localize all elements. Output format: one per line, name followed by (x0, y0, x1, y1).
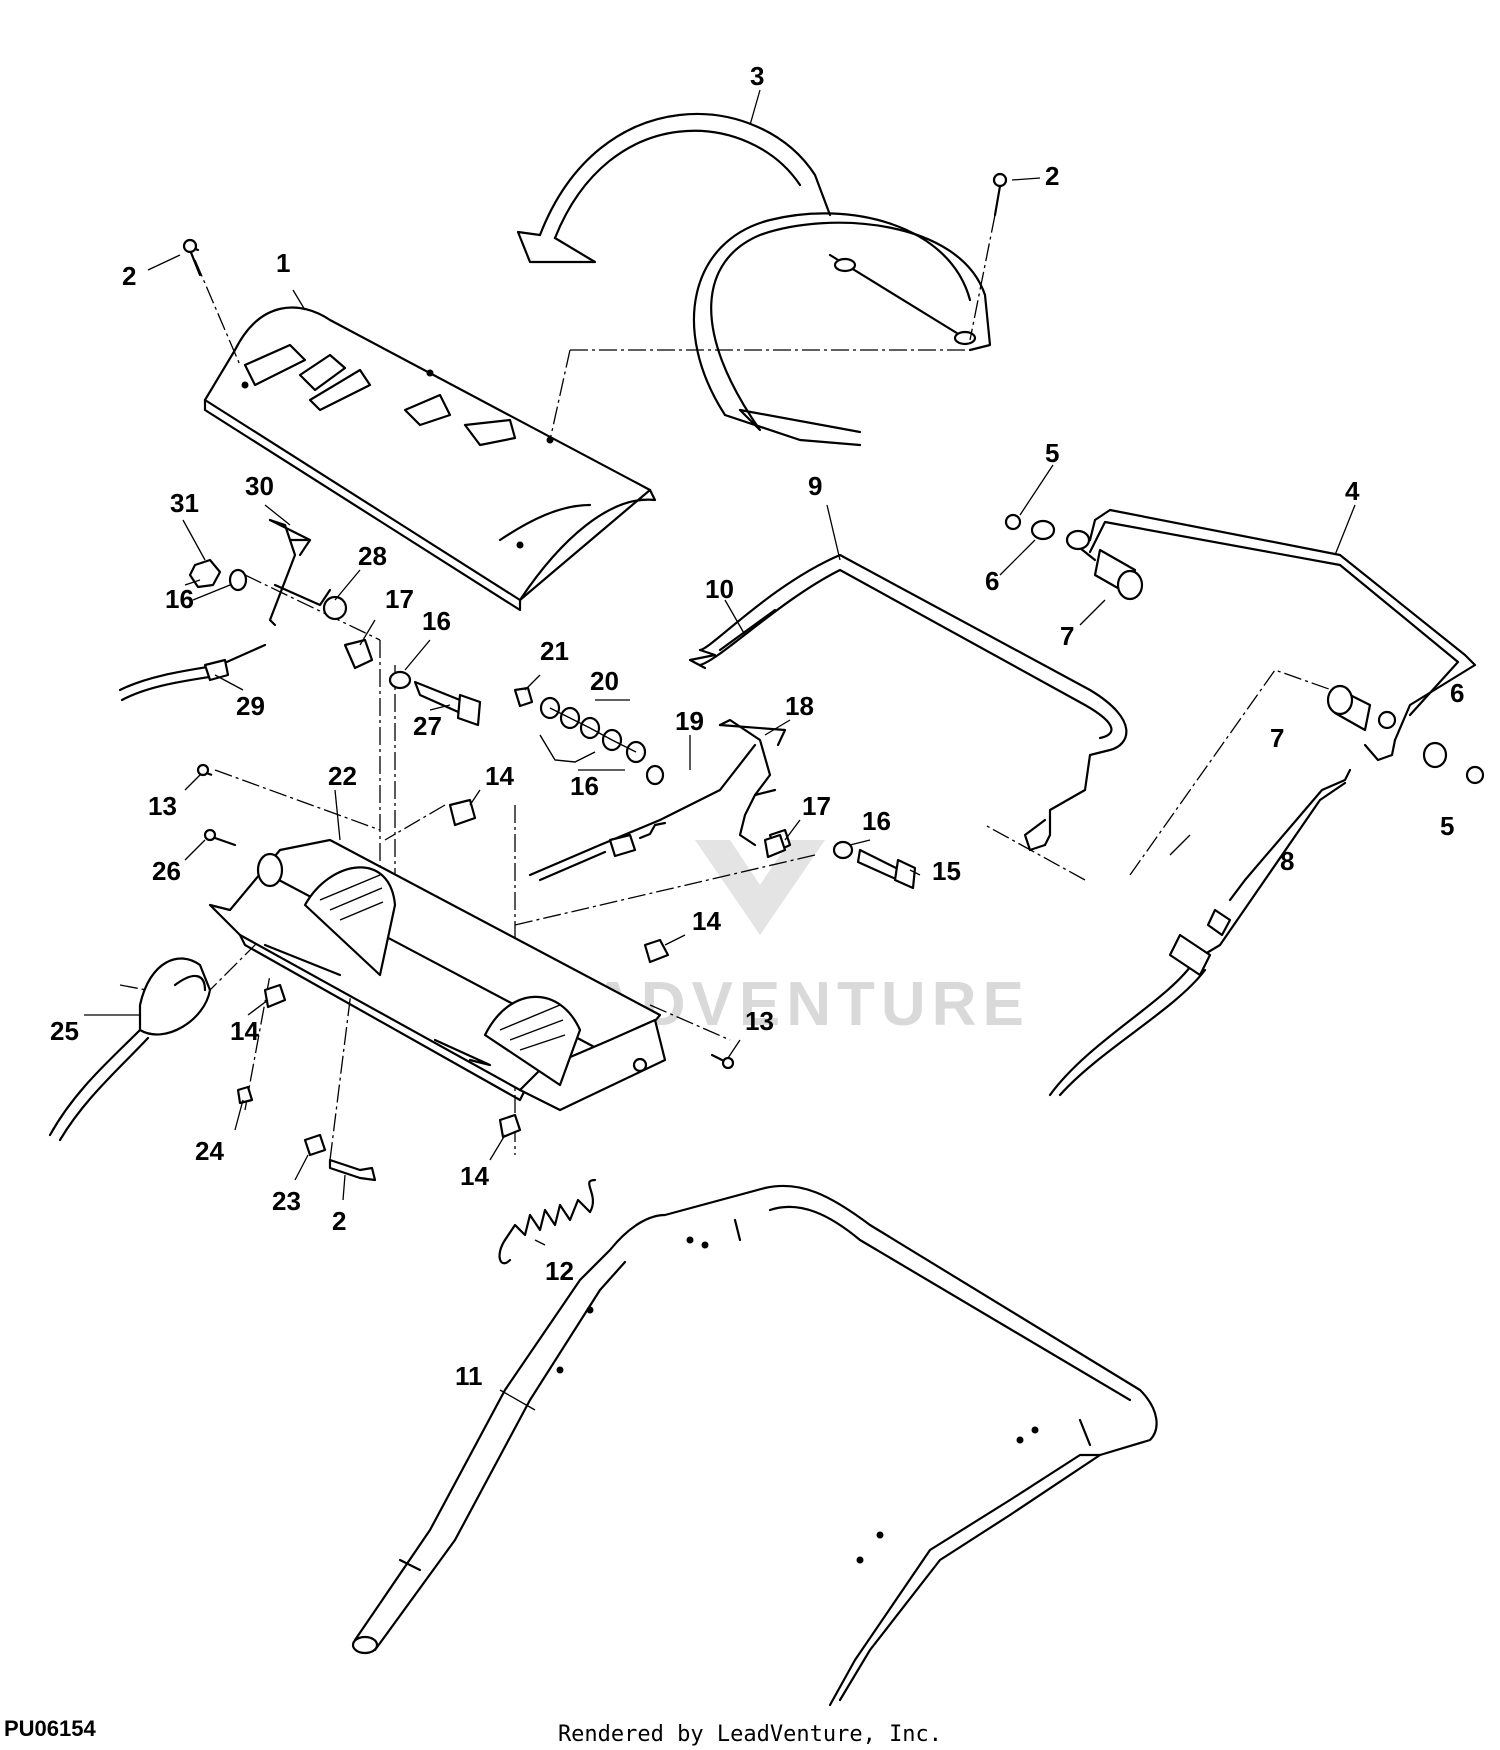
callout-14-a: 14 (485, 761, 514, 791)
callout-21: 21 (540, 636, 569, 666)
callout-17-a: 17 (385, 584, 414, 614)
screw-26 (213, 836, 237, 847)
washer-16-a (228, 568, 248, 592)
screw-2-lower (328, 1158, 377, 1182)
part-3-bail (516, 113, 992, 447)
callout-9: 9 (808, 471, 822, 501)
bushing-14-d (498, 1113, 522, 1139)
callout-3: 3 (750, 61, 764, 91)
part-25-knob (48, 957, 212, 1142)
screw-2-upper-left (182, 238, 202, 277)
bolt-15 (856, 848, 902, 882)
diagram-code: PU06154 (4, 1716, 96, 1741)
screw-13-a-head (196, 763, 210, 777)
callout-10: 10 (705, 574, 734, 604)
callout-17-b: 17 (802, 791, 831, 821)
callout-16-b: 16 (422, 606, 451, 636)
callout-25: 25 (50, 1016, 79, 1046)
nut-31 (188, 558, 222, 589)
callout-16-a: 16 (165, 584, 194, 614)
callout-14-d: 14 (460, 1161, 489, 1191)
callout-6-upper: 6 (985, 566, 999, 596)
callout-7-upper: 7 (1060, 621, 1074, 651)
screw-2-upper-right (992, 172, 1008, 217)
bolt-15-head (893, 858, 917, 890)
callout-2-upper-right: 2 (1045, 161, 1059, 191)
screw-26-head (203, 828, 217, 842)
callout-30: 30 (245, 471, 274, 501)
callout-23: 23 (272, 1186, 301, 1216)
watermark-logo-icon (695, 840, 825, 935)
washer-6b-upper (1065, 529, 1091, 551)
callout-28: 28 (358, 541, 387, 571)
callout-4: 4 (1345, 476, 1360, 506)
callout-16-c: 16 (570, 771, 599, 801)
part-29-30-lever-cable (118, 518, 332, 702)
callout-13-right: 13 (745, 1006, 774, 1036)
callout-1: 1 (276, 248, 290, 278)
washer-6b-lower (1422, 741, 1448, 769)
callout-2-lower: 2 (332, 1206, 346, 1236)
callout-29: 29 (236, 691, 265, 721)
hardware-upper-right (1004, 513, 1485, 785)
callout-5-upper: 5 (1045, 438, 1059, 468)
callout-labels: 1 2 2 3 4 5 5 6 6 7 7 8 9 10 11 12 13 13… (50, 61, 1464, 1391)
hardware-misc (188, 558, 917, 1182)
bushing-14-c (263, 983, 287, 1009)
render-credit: Rendered by LeadVenture, Inc. (557, 1722, 943, 1747)
ring-5-lower (1465, 765, 1485, 785)
bushing-7-upper-face (1116, 569, 1144, 601)
callout-8: 8 (1280, 846, 1294, 876)
part-11-handle (351, 1184, 1158, 1707)
callout-31: 31 (170, 488, 199, 518)
leader-lines (84, 89, 1356, 1411)
clip-23 (303, 1133, 327, 1157)
callout-14-c: 14 (230, 1016, 259, 1046)
bushing-17-b (763, 833, 787, 859)
callout-19: 19 (675, 706, 704, 736)
callout-24: 24 (195, 1136, 224, 1166)
callout-22: 22 (328, 761, 357, 791)
callout-2-upper-left: 2 (122, 261, 136, 291)
washer-16-b (388, 670, 412, 690)
nut-21 (513, 686, 534, 708)
screw-13-b-head (721, 1056, 735, 1070)
bushing-14-a (448, 798, 477, 827)
screw-13-b (710, 1053, 724, 1062)
callout-15: 15 (932, 856, 961, 886)
callout-5-lower: 5 (1440, 811, 1454, 841)
bushing-14-b (643, 938, 670, 964)
washer-16-d (832, 840, 854, 860)
washer-16-c (645, 764, 665, 786)
part-18-19-lever-cable (528, 718, 792, 882)
bolt-27-head (456, 693, 482, 727)
part-12-spring (498, 1178, 597, 1265)
bushing-17-a (343, 638, 374, 670)
callout-11: 11 (455, 1361, 483, 1391)
callout-13-left: 13 (148, 791, 177, 821)
callout-14-b: 14 (692, 906, 721, 936)
callout-16-d: 16 (862, 806, 891, 836)
part-1-cover (203, 306, 657, 612)
bushing-7-lower-face (1326, 684, 1354, 716)
washer-6-upper (1030, 519, 1056, 541)
callout-18: 18 (785, 691, 814, 721)
watermark: ADVENTURE (590, 840, 1030, 1039)
part-22-housing (208, 838, 667, 1112)
callout-20: 20 (590, 666, 619, 696)
callout-27: 27 (413, 711, 442, 741)
ring-5-upper (1004, 513, 1022, 531)
part-8-cable (1048, 768, 1352, 1097)
nut-24 (236, 1085, 254, 1105)
part-9-control-bail (688, 553, 1128, 852)
watermark-text: ADVENTURE (590, 970, 1030, 1039)
callout-6-lower: 6 (1450, 678, 1464, 708)
callout-26: 26 (152, 856, 181, 886)
callout-12: 12 (545, 1256, 574, 1286)
cap-28 (322, 595, 348, 621)
callout-7-lower: 7 (1270, 723, 1284, 753)
washer-6-lower (1377, 710, 1397, 730)
